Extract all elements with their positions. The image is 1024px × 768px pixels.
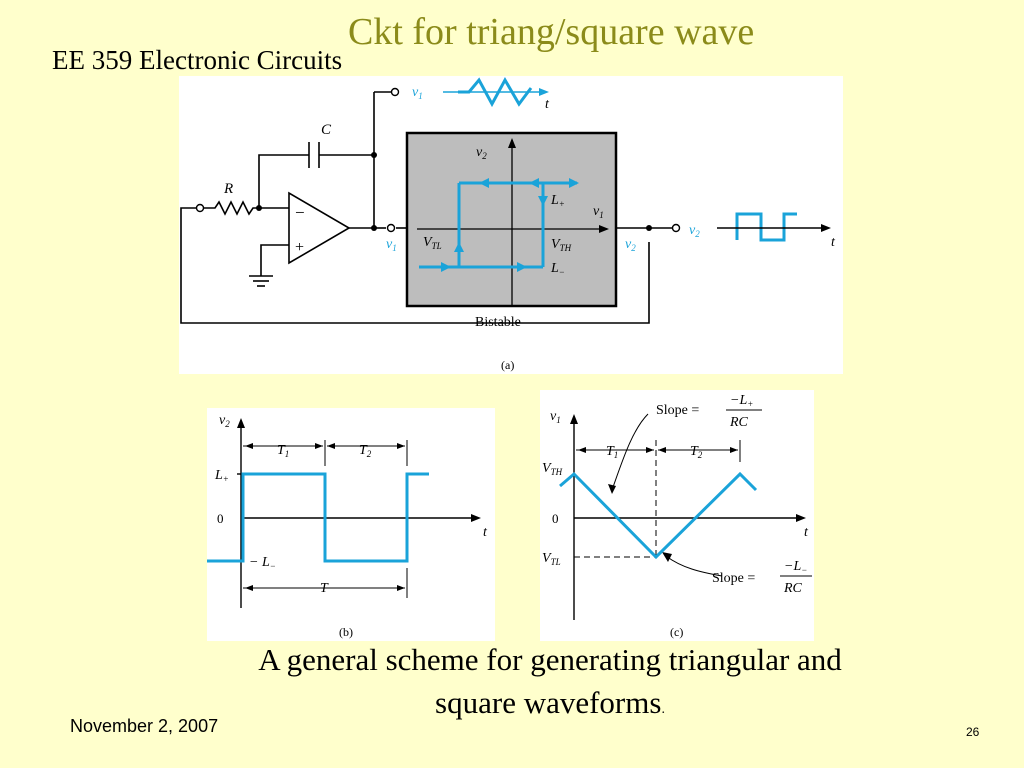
c-zero-label: 0 bbox=[552, 511, 559, 526]
figure-c-panel bbox=[540, 390, 814, 641]
b-y-label: v2 bbox=[219, 413, 230, 429]
opamp-plus-label: + bbox=[295, 239, 304, 256]
slide-caption: A general scheme for generating triangul… bbox=[150, 638, 950, 731]
figure-b-panel bbox=[207, 408, 495, 641]
vtl-label: VTL bbox=[423, 235, 442, 251]
axis-v2-label: v2 bbox=[476, 145, 487, 161]
page-number: 26 bbox=[966, 725, 980, 739]
t-top-label: t bbox=[545, 97, 550, 112]
slide-title: Ckt for triang/square wave bbox=[348, 11, 755, 53]
b-lminus-label: − L− bbox=[249, 555, 276, 571]
v2-output-label: v2 bbox=[625, 237, 636, 253]
bistable-label: Bistable bbox=[475, 315, 521, 330]
triangle-waveform bbox=[559, 471, 758, 560]
v1-top-label: v1 bbox=[412, 85, 423, 101]
b-t2-label: T2 bbox=[359, 443, 372, 459]
b-zero-label: 0 bbox=[217, 511, 224, 526]
c-t-label: t bbox=[804, 525, 809, 540]
c-slope-bot-num: −L− bbox=[784, 559, 807, 575]
v2-terminal-label: v2 bbox=[689, 223, 700, 239]
c-y-label: v1 bbox=[550, 409, 561, 425]
capacitor-label: C bbox=[321, 122, 332, 138]
vth-label: VTH bbox=[551, 237, 572, 253]
l-minus-label: L− bbox=[550, 261, 565, 277]
figure-c-label: (c) bbox=[670, 625, 683, 639]
figure-b-label: (b) bbox=[339, 625, 353, 639]
course-label: EE 359 Electronic Circuits bbox=[52, 45, 343, 75]
footer-date: November 2, 2007 bbox=[70, 716, 219, 736]
c-t1-label: T1 bbox=[606, 444, 618, 460]
c-vtl-label: VTL bbox=[542, 551, 561, 567]
l-plus-label: L+ bbox=[550, 193, 565, 209]
b-period-label: T bbox=[320, 581, 329, 596]
figure-a-circuit: C R − + v1 t v1 v2 v2 t Bistable v2 v1 L… bbox=[179, 76, 843, 374]
feedback-wire bbox=[180, 207, 650, 324]
figure-c-triangle-wave: v1 T1 T2 VTH 0 VTL t Slope = −L+ RC Slop… bbox=[540, 390, 814, 641]
c-slope-top-label: Slope = bbox=[656, 403, 699, 418]
b-t1-label: T1 bbox=[277, 443, 289, 459]
b-lplus-label: L+ bbox=[214, 468, 229, 484]
op-amp bbox=[288, 191, 351, 265]
c-slope-bot-label: Slope = bbox=[712, 571, 755, 586]
c-slope-bot-den: RC bbox=[783, 581, 803, 596]
square-wave-icon bbox=[717, 212, 825, 242]
c-vth-label: VTH bbox=[542, 461, 563, 477]
t-right-label: t bbox=[831, 235, 836, 250]
square-waveform bbox=[207, 472, 429, 563]
figure-b-square-wave: v2 T1 T2 L+ 0 − L− t T (b) bbox=[207, 408, 495, 641]
b-t-label: t bbox=[483, 525, 488, 540]
c-slope-top-num: −L+ bbox=[730, 393, 753, 409]
caption-line-2: square waveforms. bbox=[435, 685, 665, 720]
triangle-wave-icon bbox=[443, 76, 543, 108]
opamp-minus-label: − bbox=[295, 203, 305, 222]
resistor-label: R bbox=[223, 181, 233, 197]
c-slope-top-den: RC bbox=[729, 415, 749, 430]
resistor bbox=[203, 200, 259, 216]
axis-v1-label: v1 bbox=[593, 204, 604, 220]
figure-a-label: (a) bbox=[501, 358, 514, 372]
c-t2-label: T2 bbox=[690, 444, 703, 460]
v1-input-label: v1 bbox=[386, 237, 397, 253]
caption-line-1: A general scheme for generating triangul… bbox=[258, 642, 842, 677]
